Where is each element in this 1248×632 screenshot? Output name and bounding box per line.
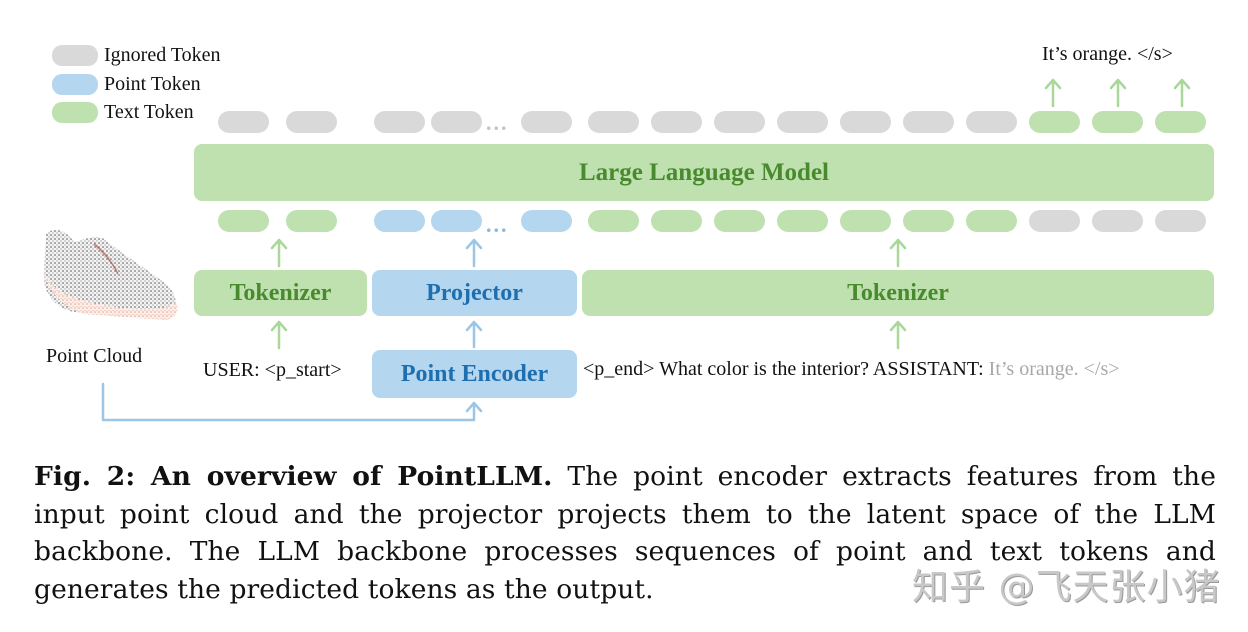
user-prefix-text: USER: <p_start> xyxy=(203,359,342,381)
token-ignored xyxy=(1092,210,1143,232)
token-ignored xyxy=(1029,210,1080,232)
point-encoder-block: Point Encoder xyxy=(372,350,577,398)
figure-caption: Fig. 2: An overview of PointLLM. The poi… xyxy=(34,458,1216,608)
token-point xyxy=(431,210,482,232)
large-language-model-block: Large Language Model xyxy=(194,144,1214,201)
legend-label-text: Text Token xyxy=(104,101,194,123)
token-ignored xyxy=(588,111,639,133)
caption-body: The point encoder extracts features from… xyxy=(34,461,1216,605)
token-text-output xyxy=(1029,111,1080,133)
token-point xyxy=(521,210,572,232)
token-text xyxy=(966,210,1017,232)
token-ignored xyxy=(1155,210,1206,232)
token-ignored xyxy=(521,111,572,133)
tokenizer-left-label: Tokenizer xyxy=(229,279,332,306)
token-ignored xyxy=(218,111,269,133)
legend-label-ignored: Ignored Token xyxy=(104,44,221,66)
token-text xyxy=(286,210,337,232)
tokenizer-left-block: Tokenizer xyxy=(194,270,367,316)
token-text xyxy=(840,210,891,232)
token-text xyxy=(218,210,269,232)
token-ignored xyxy=(651,111,702,133)
token-ignored xyxy=(431,111,482,133)
token-ignored xyxy=(374,111,425,133)
legend-label-point: Point Token xyxy=(104,73,201,95)
point-cloud-shoe-image xyxy=(43,229,178,320)
tokenizer-right-block: Tokenizer xyxy=(582,270,1214,316)
token-ignored xyxy=(714,111,765,133)
token-ignored xyxy=(777,111,828,133)
projector-block: Projector xyxy=(372,270,577,316)
caption-title: Fig. 2: An overview of PointLLM. xyxy=(34,461,553,492)
token-ignored xyxy=(903,111,954,133)
projector-label: Projector xyxy=(426,279,523,306)
user-suffix-text: <p_end> What color is the interior? ASSI… xyxy=(583,358,984,380)
watermark: 知乎 @飞天张小猪 xyxy=(912,567,1221,608)
token-ignored xyxy=(840,111,891,133)
token-text xyxy=(714,210,765,232)
point-cloud-label: Point Cloud xyxy=(46,345,143,367)
tokenizer-right-label: Tokenizer xyxy=(847,279,949,306)
token-text xyxy=(588,210,639,232)
legend-swatch-text xyxy=(52,102,98,123)
token-point xyxy=(374,210,425,232)
user-question-text: <p_end> What color is the interior? ASSI… xyxy=(583,358,1120,381)
ellipsis-top: ... xyxy=(486,110,509,135)
token-text xyxy=(777,210,828,232)
assistant-answer-text: It’s orange. </s> xyxy=(983,358,1120,380)
legend-swatch-point xyxy=(52,74,98,95)
llm-label: Large Language Model xyxy=(579,158,829,186)
legend-swatch-ignored xyxy=(52,45,98,66)
token-ignored xyxy=(286,111,337,133)
point-encoder-label: Point Encoder xyxy=(400,360,549,387)
token-text-output xyxy=(1092,111,1143,133)
token-text xyxy=(903,210,954,232)
output-text: It’s orange. </s> xyxy=(1042,43,1173,65)
token-text-output xyxy=(1155,111,1206,133)
token-ignored xyxy=(966,111,1017,133)
token-text xyxy=(651,210,702,232)
ellipsis-bottom: ... xyxy=(486,212,509,237)
